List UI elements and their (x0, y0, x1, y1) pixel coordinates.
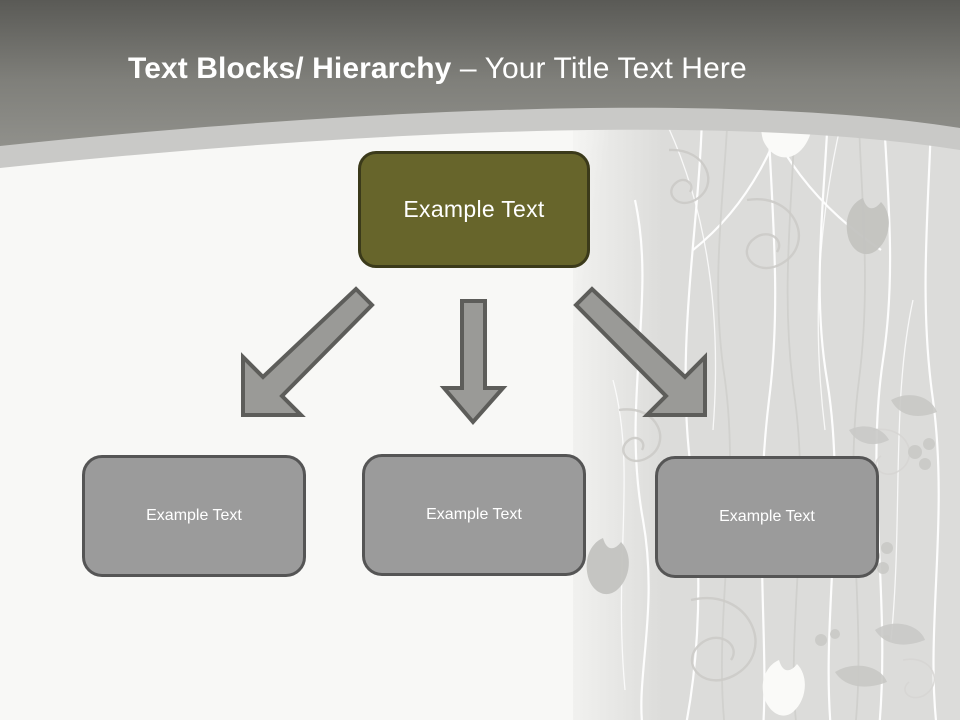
hierarchy-top-node-label: Example Text (403, 196, 545, 222)
page-title-bold: Text Blocks/ Hierarchy (128, 52, 452, 85)
page-title-light: Your Title Text Here (484, 52, 747, 85)
hierarchy-child-node-1[interactable]: Example Text (82, 455, 306, 577)
hierarchy-top-node[interactable]: Example Text (358, 151, 590, 268)
page-title-separator: – (451, 52, 485, 85)
hierarchy-child-node-1-label: Example Text (146, 507, 242, 524)
hierarchy-child-node-3-label: Example Text (719, 508, 815, 525)
header-shape (0, 0, 960, 168)
hierarchy-child-node-2[interactable]: Example Text (362, 454, 586, 576)
page-title: Text Blocks/ Hierarchy – Your Title Text… (128, 52, 747, 86)
hierarchy-child-node-3[interactable]: Example Text (655, 456, 879, 578)
hierarchy-child-node-2-label: Example Text (426, 506, 522, 523)
slide-header: Text Blocks/ Hierarchy – Your Title Text… (0, 0, 960, 190)
